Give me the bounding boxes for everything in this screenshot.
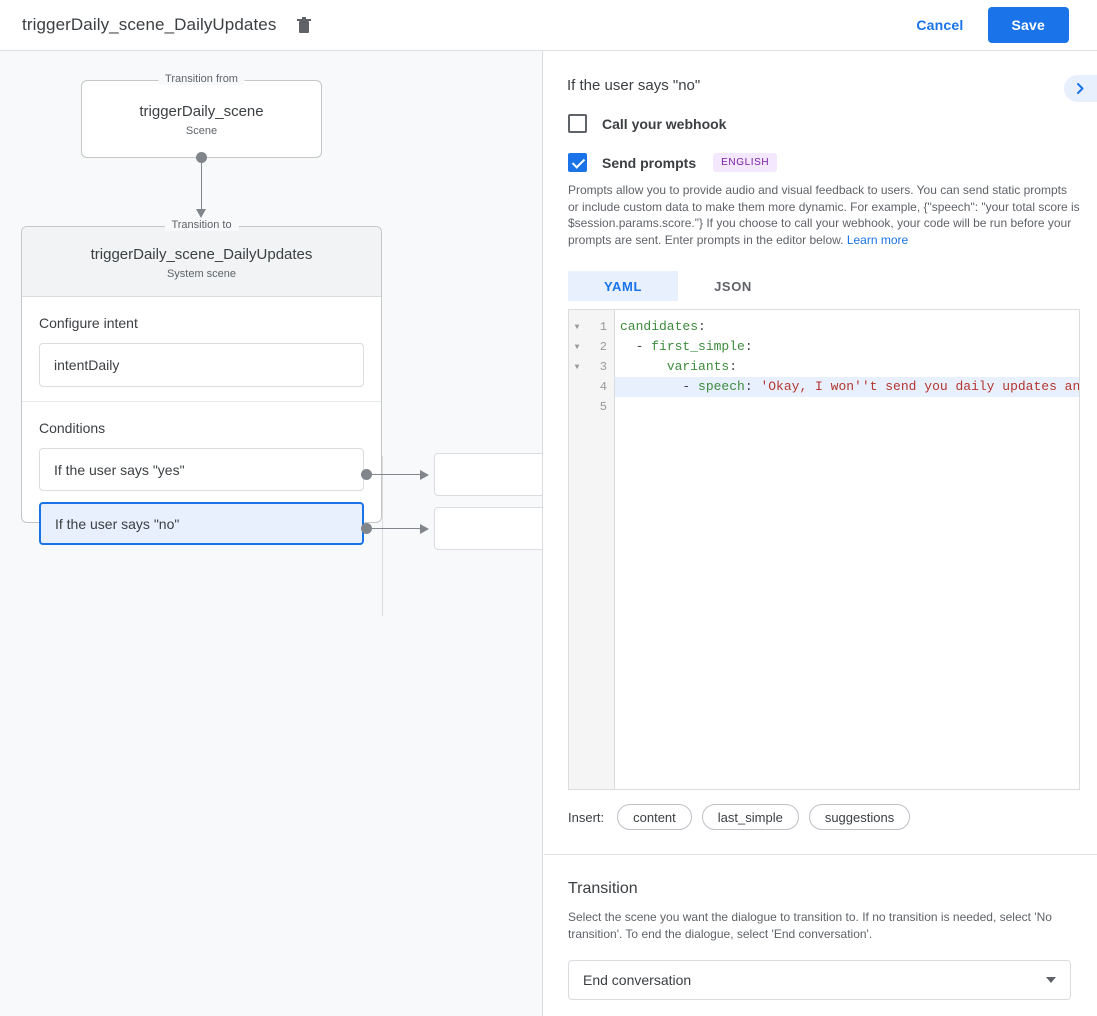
code-token: : [744, 379, 761, 394]
node-transition-to[interactable]: Transition to triggerDaily_scene_DailyUp… [21, 219, 382, 545]
target-node-stub-1[interactable] [434, 453, 542, 496]
panel-title: If the user says "no" [567, 77, 701, 94]
editor-code-line[interactable]: candidates: [615, 317, 1079, 337]
node-transition-from[interactable]: Transition from triggerDaily_scene Scene [81, 73, 322, 158]
webhook-row: Call your webhook [544, 114, 1097, 133]
call-webhook-checkbox[interactable] [568, 114, 587, 133]
insert-chip-content[interactable]: content [617, 804, 692, 830]
transition-to-header: triggerDaily_scene_DailyUpdates System s… [22, 227, 381, 297]
target-node-stub-2[interactable] [434, 507, 542, 550]
code-token: speech [698, 379, 745, 394]
editor-code-line[interactable] [615, 397, 1079, 417]
prompts-description-text: Prompts allow you to provide audio and v… [568, 183, 1080, 247]
configure-intent-section: Configure intent intentDaily [22, 297, 381, 401]
details-panel: If the user says "no" Call your webhook … [544, 51, 1097, 1016]
transition-from-type: Scene [185, 125, 218, 137]
configure-intent-label: Configure intent [39, 315, 138, 331]
code-token: - [620, 379, 699, 394]
page-title: triggerDaily_scene_DailyUpdates [22, 15, 277, 34]
condition-item-yes[interactable]: If the user says "yes" [39, 448, 364, 491]
editor-gutter-row: 4 [569, 377, 614, 397]
transition-section-title: Transition [568, 880, 638, 897]
edge-arrow-down [196, 209, 206, 218]
editor-line-number: 5 [599, 400, 607, 414]
editor-gutter-row: ▼3 [569, 357, 614, 377]
editor-code-line[interactable]: - first_simple: [615, 337, 1079, 357]
insert-chip-suggestions[interactable]: suggestions [808, 804, 911, 830]
save-button[interactable]: Save [987, 7, 1069, 43]
condition-yes-arrow [420, 470, 429, 480]
flow-canvas: Transition from triggerDaily_scene Scene… [0, 51, 543, 1016]
send-prompts-row: Send prompts ENGLISH [544, 153, 1097, 172]
code-token: : [729, 359, 738, 374]
editor-gutter-row: 5 [569, 397, 614, 417]
learn-more-link[interactable]: Learn more [846, 232, 909, 247]
panel-section-divider [544, 854, 1097, 855]
insert-chip-last-simple[interactable]: last_simple [701, 804, 799, 830]
condition-no-arrow [420, 524, 429, 534]
prompts-description: Prompts allow you to provide audio and v… [568, 182, 1080, 248]
condition-yes-edge-line [367, 474, 422, 475]
conditions-section: Conditions If the user says "yes" If the… [22, 401, 381, 570]
fold-triangle-icon[interactable]: ▼ [574, 342, 580, 352]
editor-line-number: 4 [599, 380, 607, 394]
editor-code-line[interactable]: variants: [615, 357, 1079, 377]
canvas-vertical-divider [382, 456, 383, 616]
condition-item-no[interactable]: If the user says "no" [39, 502, 364, 545]
insert-row: Insert: content last_simple suggestions [568, 804, 1097, 830]
top-bar: triggerDaily_scene_DailyUpdates Cancel S… [0, 0, 1097, 51]
condition-yes-edge-dot [361, 469, 372, 480]
transition-to-name: triggerDaily_scene_DailyUpdates [90, 246, 313, 263]
tab-yaml[interactable]: YAML [568, 271, 678, 301]
editor-code-area[interactable]: candidates: - first_simple: variants: - … [615, 310, 1079, 789]
transition-from-name: triggerDaily_scene [139, 103, 264, 120]
send-prompts-label: Send prompts [602, 154, 697, 171]
fold-triangle-icon[interactable]: ▼ [574, 362, 580, 372]
transition-select-value: End conversation [583, 972, 692, 988]
code-token: first_simple [651, 339, 745, 354]
code-token: variants [666, 359, 730, 374]
fold-triangle-icon[interactable]: ▼ [574, 322, 580, 332]
condition-no-edge-dot [361, 523, 372, 534]
transition-section-description: Select the scene you want the dialogue t… [568, 910, 1052, 941]
transition-to-legend: Transition to [164, 219, 239, 231]
editor-gutter-row: ▼1 [569, 317, 614, 337]
editor-line-number: 1 [599, 320, 607, 334]
condition-no-edge-line [367, 528, 422, 529]
conditions-label: Conditions [39, 420, 106, 436]
chevron-right-icon[interactable] [1064, 75, 1097, 102]
code-token [620, 359, 667, 374]
editor-line-number: 3 [599, 360, 607, 374]
format-tabs: YAML JSON [568, 271, 1097, 301]
transition-from-legend: Transition from [158, 73, 245, 85]
code-token: : [698, 319, 706, 334]
code-token: : [744, 339, 753, 354]
intent-field[interactable]: intentDaily [39, 343, 364, 387]
editor-line-number: 2 [599, 340, 607, 354]
edge-vertical-line [201, 158, 202, 211]
cancel-button[interactable]: Cancel [906, 8, 973, 42]
call-webhook-label: Call your webhook [602, 115, 727, 132]
edge-source-dot [196, 152, 207, 163]
language-badge: ENGLISH [713, 153, 778, 172]
panel-header: If the user says "no" [544, 51, 1097, 94]
chevron-down-icon [1046, 977, 1056, 983]
code-token: candidates [620, 319, 699, 334]
trash-icon[interactable] [292, 13, 316, 37]
transition-select[interactable]: End conversation [568, 960, 1071, 1000]
tab-json[interactable]: JSON [714, 278, 752, 294]
editor-code-line[interactable]: - speech: 'Okay, I won''t send you daily… [615, 377, 1079, 397]
code-token: - [620, 339, 652, 354]
editor-gutter-row: ▼2 [569, 337, 614, 357]
transition-to-type: System scene [166, 268, 237, 280]
insert-label: Insert: [568, 809, 605, 825]
send-prompts-checkbox[interactable] [568, 153, 587, 172]
code-token: 'Okay, I won''t send you daily updates a… [760, 379, 1079, 394]
